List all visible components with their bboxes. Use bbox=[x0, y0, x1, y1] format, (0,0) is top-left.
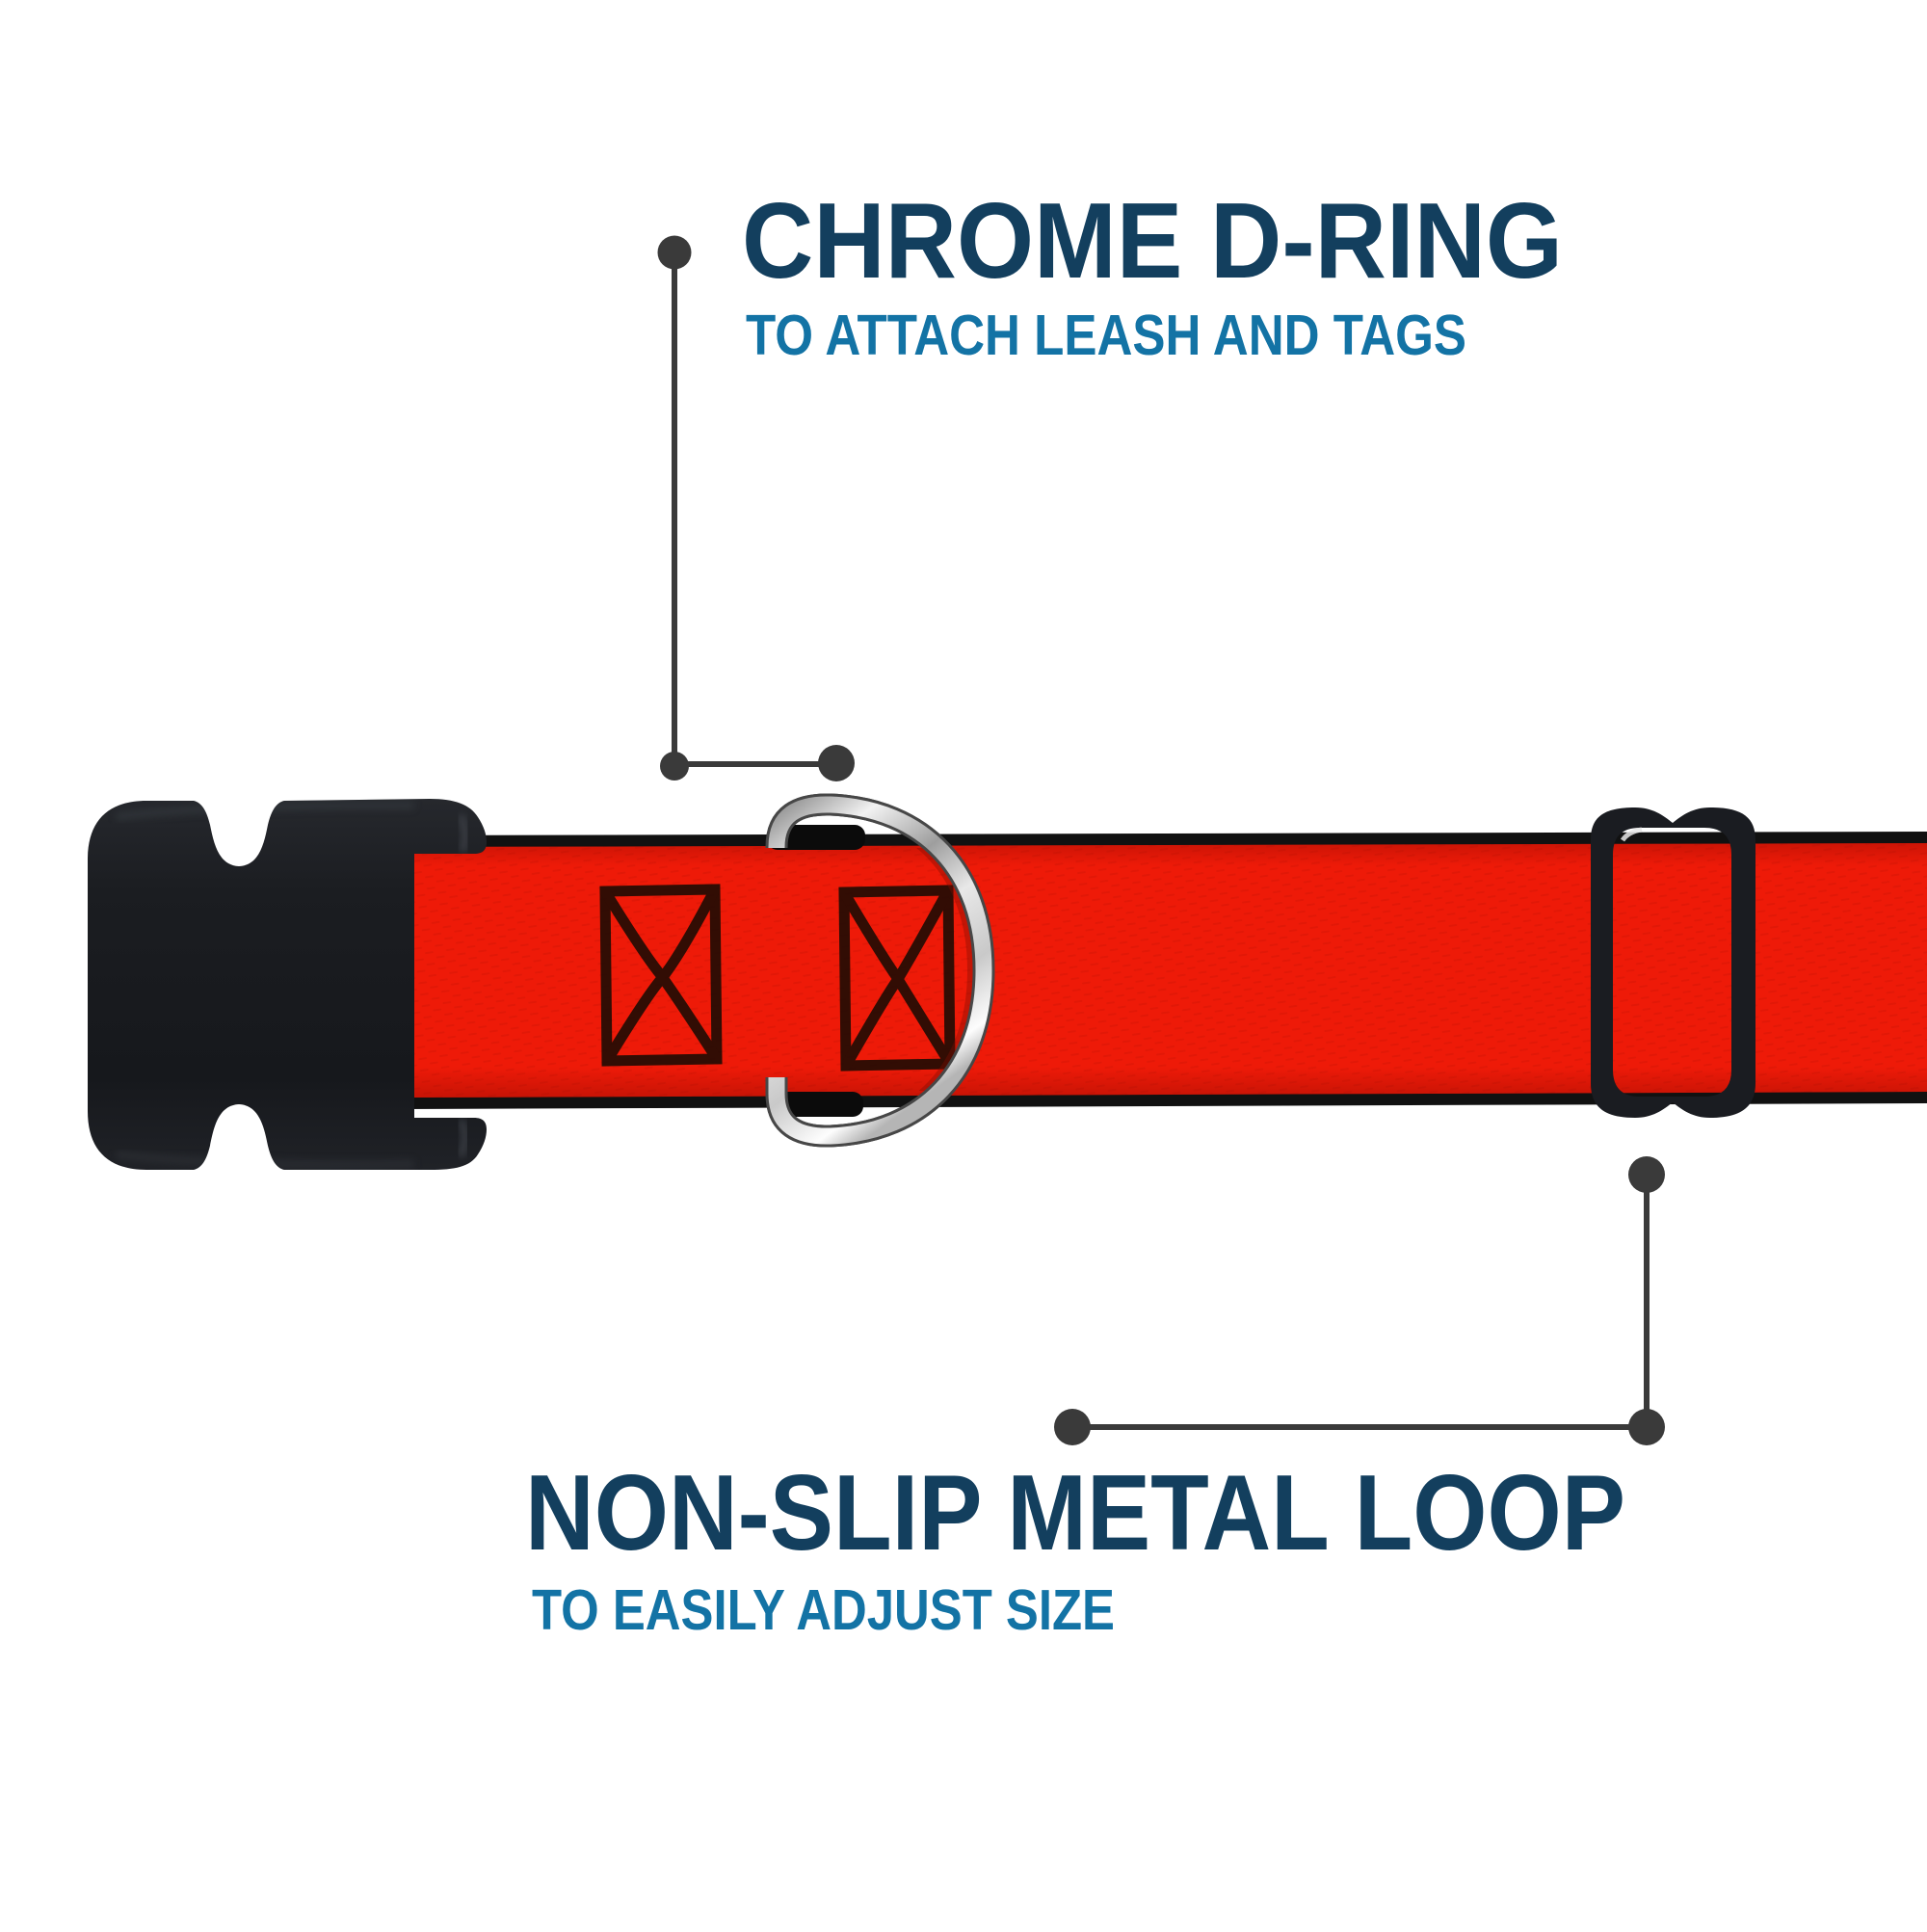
svg-text:NON-SLIP METAL LOOP: NON-SLIP METAL LOOP bbox=[525, 1453, 1625, 1573]
svg-text:CHROME D-RING: CHROME D-RING bbox=[742, 181, 1563, 301]
svg-text:TO EASILY ADJUST SIZE: TO EASILY ADJUST SIZE bbox=[532, 1578, 1115, 1642]
svg-text:TO ATTACH LEASH AND TAGS: TO ATTACH LEASH AND TAGS bbox=[746, 304, 1466, 367]
